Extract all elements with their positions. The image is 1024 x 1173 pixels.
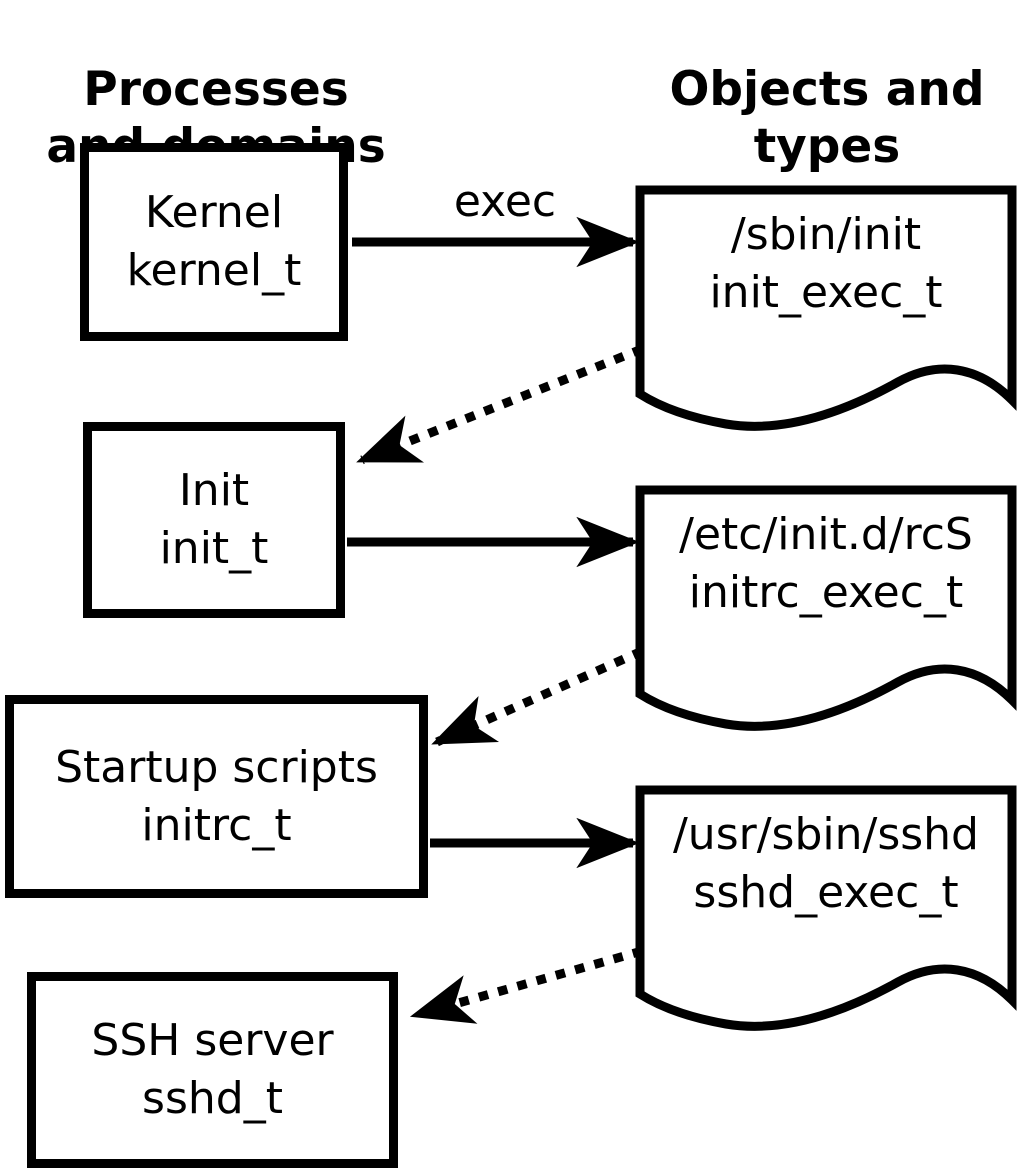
process-name: Startup scripts xyxy=(55,741,378,793)
domain-type: sshd_t xyxy=(142,1073,283,1124)
domain-type: init_t xyxy=(159,523,269,574)
process-node-startup-scripts: Startup scripts initrc_t xyxy=(5,695,428,898)
header-line: Processes xyxy=(83,62,349,117)
edge-label-exec: exec xyxy=(453,176,557,227)
domain-type: initrc_t xyxy=(141,799,292,851)
object-type: initrc_exec_t xyxy=(688,567,964,618)
transition-arrow-sbin-init-to-init-t xyxy=(356,344,644,465)
object-type: init_exec_t xyxy=(709,267,943,318)
object-path: /usr/sbin/sshd xyxy=(672,809,979,860)
process-name: SSH server xyxy=(91,1015,334,1066)
header-line: Objects and xyxy=(669,62,985,117)
document-shape xyxy=(635,785,1017,1031)
object-node-etc-initd-rcs: /etc/init.d/rcS initrc_exec_t xyxy=(634,484,1018,740)
object-node-text: /etc/init.d/rcS initrc_exec_t xyxy=(634,506,1018,622)
column-header-objects-and-types: Objects and types xyxy=(612,4,1024,232)
object-path: /sbin/init xyxy=(730,209,922,260)
object-path: /etc/init.d/rcS xyxy=(679,509,973,560)
transition-arrow-rcs-to-initrc-t xyxy=(431,646,644,747)
document-shape xyxy=(635,185,1017,431)
document-shape xyxy=(635,485,1017,731)
header-line: types xyxy=(753,119,901,174)
domain-type: kernel_t xyxy=(126,245,302,296)
object-node-sbin-init: /sbin/init init_exec_t xyxy=(634,184,1018,440)
transition-arrow-sshd-to-sshd-t xyxy=(409,946,644,1024)
object-node-usr-sbin-sshd: /usr/sbin/sshd sshd_exec_t xyxy=(634,784,1018,1040)
process-name: Kernel xyxy=(144,187,284,238)
process-node-kernel: Kernel kernel_t xyxy=(80,143,348,341)
object-type: sshd_exec_t xyxy=(693,867,959,918)
object-node-text: /sbin/init init_exec_t xyxy=(634,206,1018,322)
process-node-init: Init init_t xyxy=(83,422,345,618)
object-node-text: /usr/sbin/sshd sshd_exec_t xyxy=(634,806,1018,922)
process-name: Init xyxy=(178,465,250,516)
process-node-ssh-server: SSH server sshd_t xyxy=(27,972,398,1168)
